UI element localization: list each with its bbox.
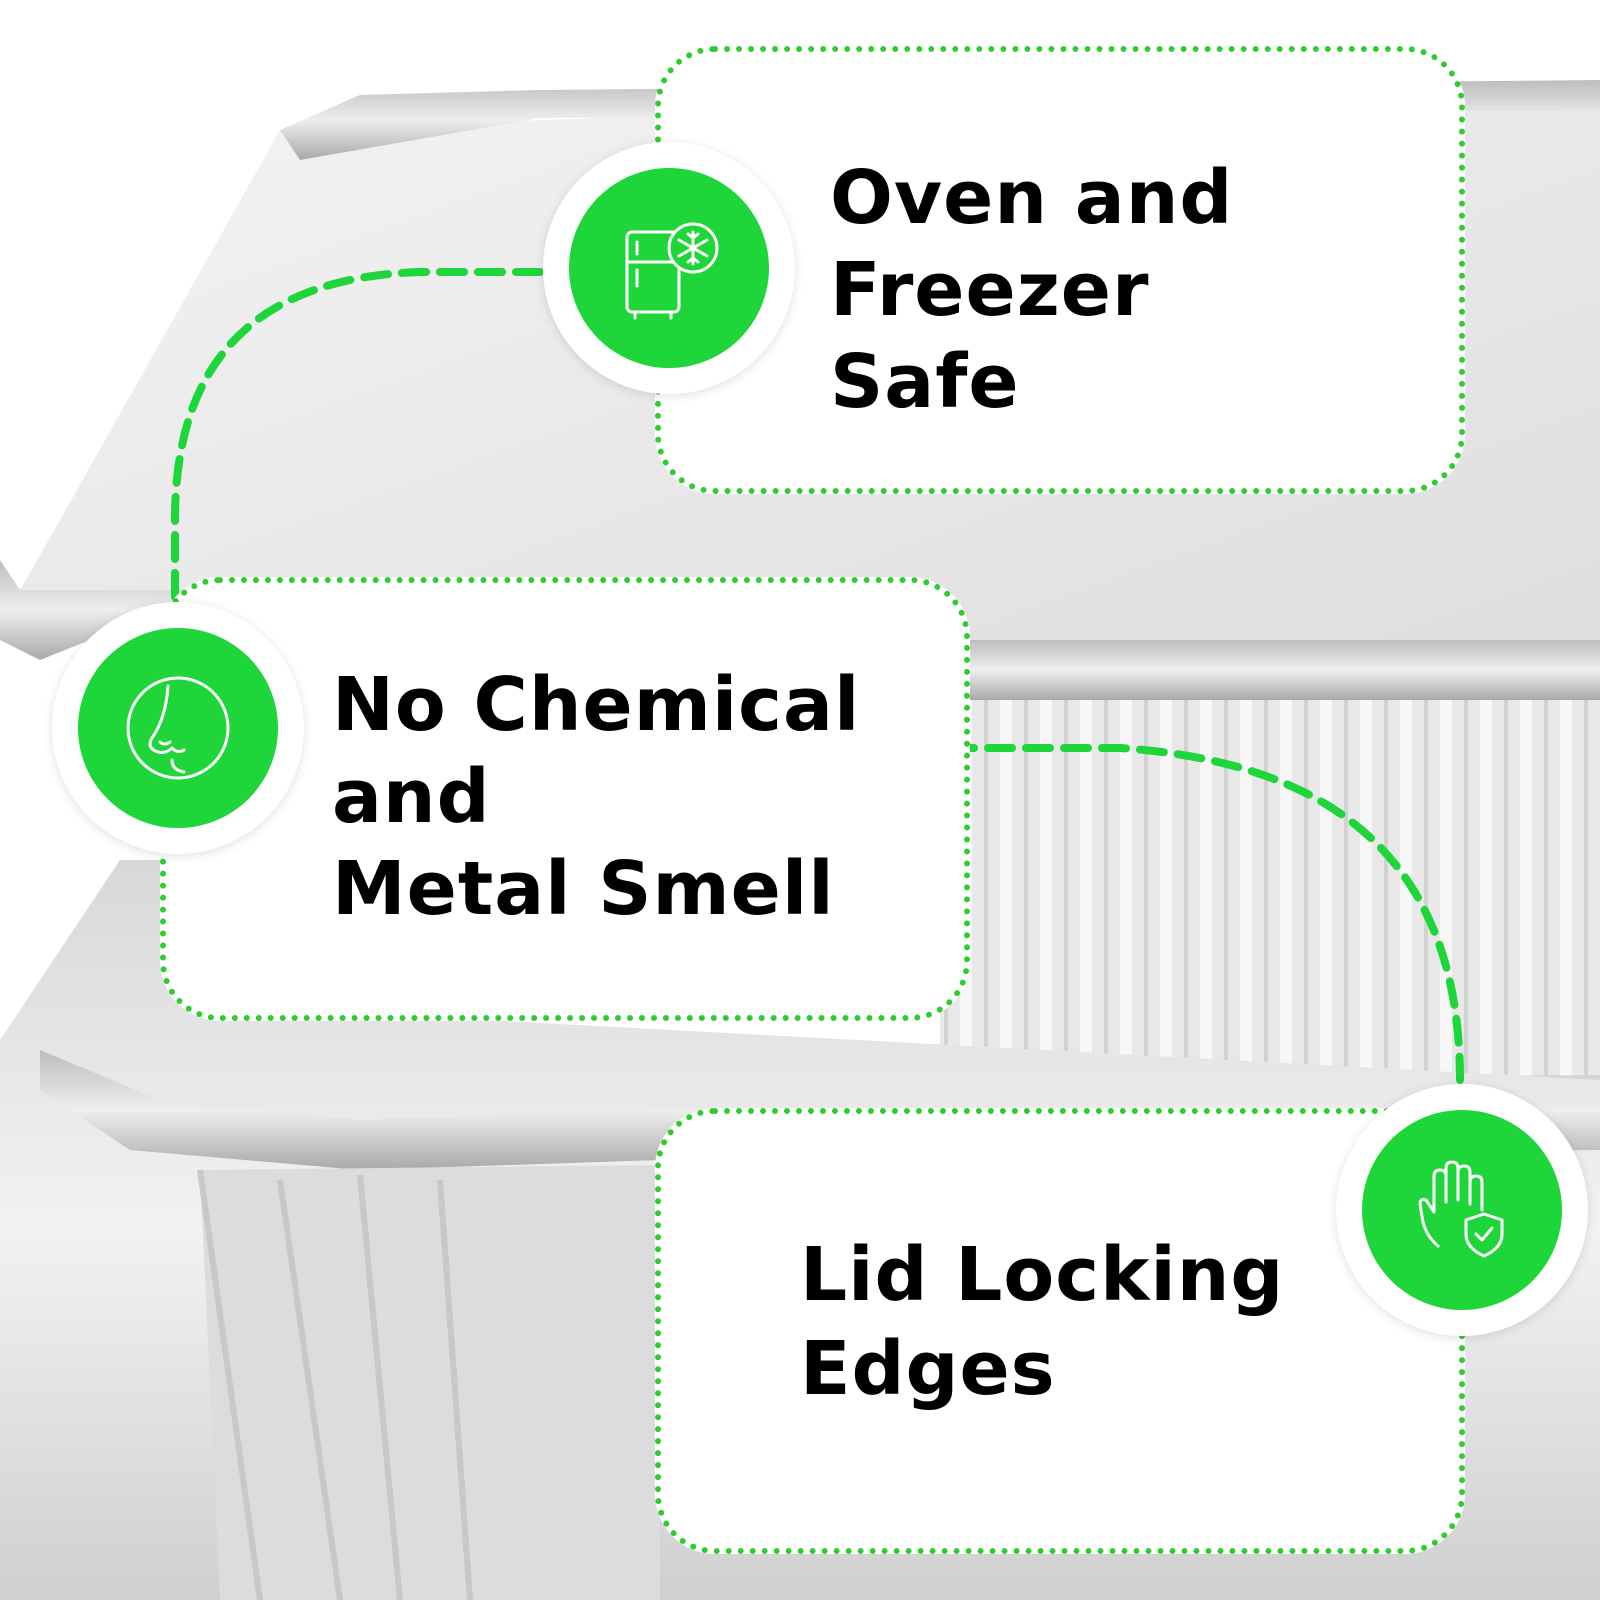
nose-icon — [126, 676, 230, 780]
feature-badge-oven-freezer — [543, 142, 795, 394]
feature-line: and — [332, 754, 491, 840]
feature-text-oven-freezer: Oven and Freezer Safe — [830, 152, 1233, 428]
feature-badge-lid-locking — [1336, 1084, 1588, 1336]
lower-pan-wall — [200, 1165, 660, 1600]
feature-badge-no-smell — [52, 602, 304, 854]
feature-line: Freezer — [830, 247, 1150, 333]
feature-line: Metal Smell — [332, 846, 835, 932]
feature-line: Edges — [800, 1326, 1056, 1412]
feature-line: No Chemical — [332, 662, 861, 748]
feature-line: Safe — [830, 339, 1020, 425]
feature-text-no-smell: No Chemical and Metal Smell — [332, 659, 860, 935]
middle-pan-rim — [940, 640, 1600, 700]
fridge-snowflake-icon — [625, 222, 719, 320]
feature-line: Lid Locking — [800, 1232, 1285, 1318]
feature-card-lid-locking — [655, 1108, 1465, 1554]
hand-shield-icon — [1418, 1160, 1504, 1258]
feature-text-lid-locking: Lid Locking Edges — [800, 1228, 1284, 1416]
feature-line: Oven and — [830, 155, 1234, 241]
middle-pan-side — [940, 700, 1600, 1080]
